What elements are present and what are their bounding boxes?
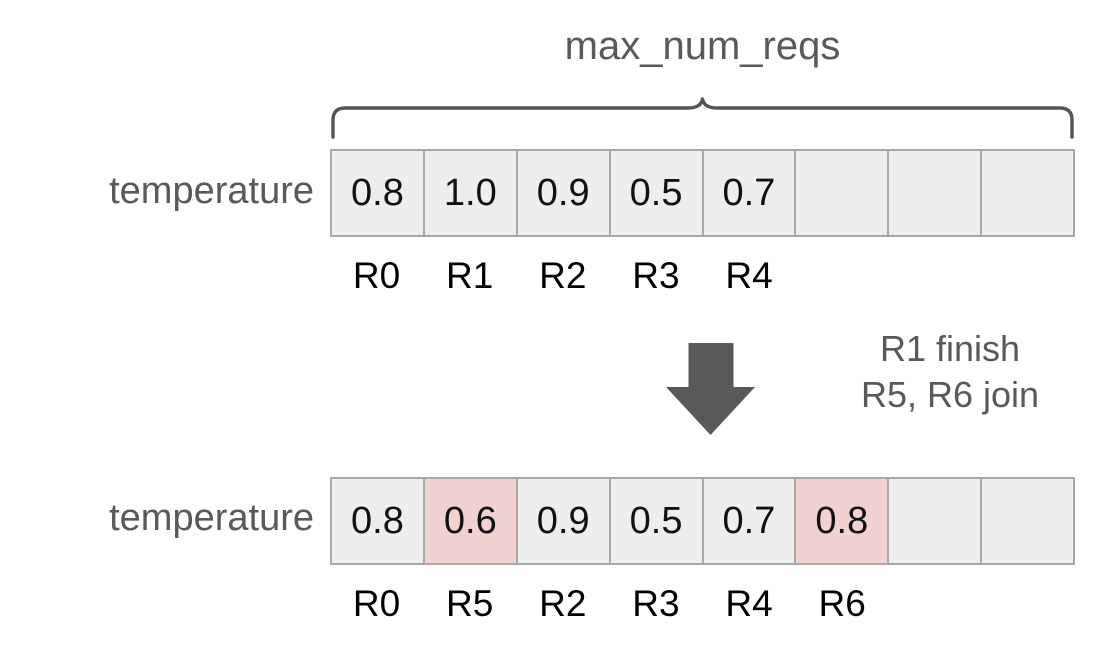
transition-note: R1 finish R5, R6 join <box>800 326 1100 418</box>
slot-table-bottom: 0.8 0.6 0.9 0.5 0.7 0.8 <box>330 477 1075 565</box>
slot-cell[interactable]: 0.8 <box>332 479 425 563</box>
request-id-label: R1 <box>446 254 494 296</box>
slot-cell[interactable]: 0.9 <box>517 151 611 235</box>
request-id-label <box>796 252 889 298</box>
slot-cell[interactable] <box>796 151 890 235</box>
request-id-label: R4 <box>725 254 773 296</box>
transition-note-line: R5, R6 join <box>860 374 1040 416</box>
slot-cell[interactable]: 0.8 <box>796 479 890 563</box>
transition-note-line: R1 finish <box>879 328 1021 369</box>
arrow-down-icon <box>666 343 755 435</box>
request-id-label: R6 <box>818 582 866 624</box>
slot-table-top: 0.8 1.0 0.9 0.5 0.7 <box>330 149 1075 237</box>
request-id-label: R5 <box>446 582 494 624</box>
row-label-temperature-bottom: temperature <box>109 497 314 539</box>
row-label-temperature-top: temperature <box>109 170 314 212</box>
slot-cell[interactable]: 0.6 <box>424 479 518 563</box>
max-num-reqs-label: max_num_reqs <box>564 24 841 68</box>
request-id-label: R2 <box>539 254 587 296</box>
request-id-row-bottom: R0 R5 R2 R3 R4 R6 <box>330 580 1075 626</box>
slot-cell[interactable] <box>889 479 983 563</box>
request-id-label <box>889 252 982 298</box>
request-id-label: R3 <box>632 254 680 296</box>
slot-cell[interactable] <box>982 151 1073 235</box>
slot-cell[interactable]: 0.7 <box>703 151 797 235</box>
slot-cell[interactable] <box>982 479 1073 563</box>
request-id-label: R0 <box>352 254 401 296</box>
request-id-label <box>982 252 1075 298</box>
request-id-row-top: R0 R1 R2 R3 R4 <box>330 252 1075 298</box>
request-id-label <box>982 580 1075 626</box>
slot-cell[interactable]: 0.8 <box>332 151 425 235</box>
slot-cell[interactable]: 0.5 <box>610 479 704 563</box>
slot-cell[interactable]: 0.5 <box>610 151 704 235</box>
request-id-label: R3 <box>632 582 680 624</box>
request-id-label: R4 <box>725 582 773 624</box>
request-id-label: R2 <box>539 582 587 624</box>
request-id-label: R0 <box>352 582 401 624</box>
slot-cell[interactable]: 1.0 <box>424 151 518 235</box>
slot-cell[interactable]: 0.7 <box>703 479 797 563</box>
slot-cell[interactable]: 0.9 <box>517 479 611 563</box>
request-id-label <box>889 580 982 626</box>
slot-cell[interactable] <box>889 151 983 235</box>
curly-brace-icon <box>331 97 1074 139</box>
